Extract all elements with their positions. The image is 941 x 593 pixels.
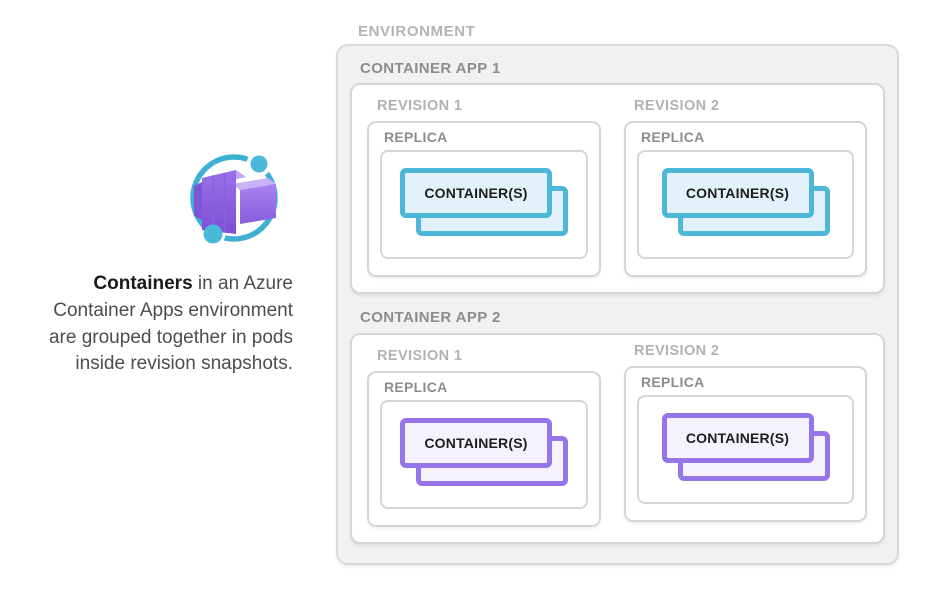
caption-line-1-rest: in an Azure [192,273,293,294]
container-front-box: CONTAINER(S) [661,413,814,463]
container-label: CONTAINER(S) [685,185,790,201]
container-stack: CONTAINER(S) [661,413,830,481]
container-app-2-box: REVISION 1 REPLICA CONTAINER(S) REVISION… [350,333,885,544]
revision-box: REPLICA CONTAINER(S) [624,366,867,522]
revision-label: REVISION 1 [377,98,463,114]
container-label: CONTAINER(S) [424,435,528,451]
replica-box: CONTAINER(S) [637,395,854,504]
revision-box: REPLICA CONTAINER(S) [367,121,601,277]
container-cube [194,170,276,234]
replica-label: REPLICA [384,379,448,395]
environment-label: ENVIRONMENT [358,23,476,40]
environment-box: CONTAINER APP 1 REVISION 1 REPLICA CONTA… [336,44,899,565]
container-front-box: CONTAINER(S) [661,168,814,218]
container-front-box: CONTAINER(S) [400,418,552,468]
revision-label: REVISION 2 [634,98,720,114]
replica-label: REPLICA [641,374,705,390]
container-stack: CONTAINER(S) [400,168,568,236]
revision-label: REVISION 2 [634,343,720,359]
app2-revision-2: REVISION 2 REPLICA CONTAINER(S) [624,343,867,522]
azure-container-apps-icon [190,151,278,246]
revision-box: REPLICA CONTAINER(S) [367,371,601,527]
caption-line-2: Container Apps environment [53,299,293,321]
container-front-box: CONTAINER(S) [400,168,552,218]
revision-label: REVISION 1 [377,348,463,364]
app1-revision-2: REVISION 2 REPLICA CONTAINER(S) [624,98,867,277]
container-app-2-label: CONTAINER APP 2 [360,309,501,326]
container-app-1-label: CONTAINER APP 1 [360,60,501,77]
caption-line-3: are grouped together in pods [48,326,293,348]
container-stack: CONTAINER(S) [400,418,568,486]
revision-box: REPLICA CONTAINER(S) [624,121,867,277]
container-app-1-box: REVISION 1 REPLICA CONTAINER(S) REVISION… [350,83,885,294]
replica-label: REPLICA [641,129,705,145]
container-label: CONTAINER(S) [424,185,528,201]
replica-label: REPLICA [384,129,448,145]
caption-line-4: inside revision snapshots. [75,353,293,375]
caption-line-1: Containers in an Azure [2,271,293,298]
caption-bold-word: Containers [93,273,193,294]
orbit-dots [203,155,268,244]
caption: Containers in an Azure Container Apps en… [2,271,293,378]
container-label: CONTAINER(S) [685,430,790,446]
app1-revision-1: REVISION 1 REPLICA CONTAINER(S) [367,98,601,277]
replica-box: CONTAINER(S) [380,400,588,509]
replica-box: CONTAINER(S) [637,150,854,259]
app2-revision-1: REVISION 1 REPLICA CONTAINER(S) [367,348,601,527]
replica-box: CONTAINER(S) [380,150,588,259]
container-stack: CONTAINER(S) [661,168,830,236]
